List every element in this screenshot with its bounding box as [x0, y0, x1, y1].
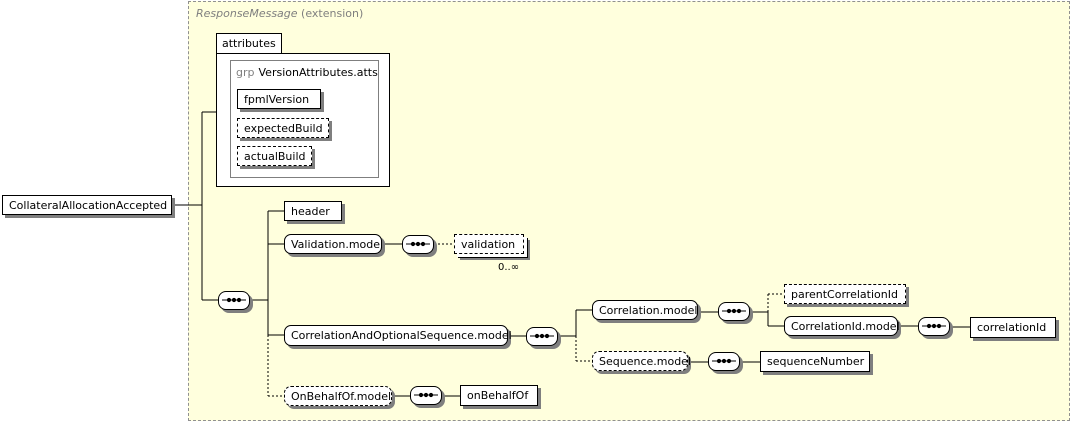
attributes-tab: attributes: [216, 33, 282, 54]
element-validation-label: validation: [461, 237, 516, 251]
element-sequence-number-label: sequenceNumber: [767, 355, 865, 368]
element-on-behalf-of[interactable]: onBehalfOf: [460, 385, 538, 406]
validation-occurrence: 0..∞: [498, 262, 520, 273]
element-correlation-id-label: correlationId: [977, 321, 1047, 334]
group-correlation-model-label: Correlation.model: [599, 303, 698, 317]
sequence-compositor-validation: [402, 235, 434, 254]
attribute-fpml-version[interactable]: fpmlVersion: [237, 89, 321, 109]
group-correlation-id-model-label: CorrelationId.model: [791, 319, 900, 333]
group-on-behalf-of-model-label: OnBehalfOf.model: [291, 389, 392, 403]
sequence-compositor-sequence: [708, 352, 740, 371]
attribute-fpml-version-label: fpmlVersion: [244, 92, 310, 106]
extension-base: ResponseMessage: [196, 7, 298, 20]
attribute-expected-build-label: expectedBuild: [244, 121, 323, 135]
element-header[interactable]: header: [284, 201, 342, 221]
element-parent-correlation-id[interactable]: parentCorrelationId: [784, 284, 906, 304]
group-sequence-model[interactable]: Sequence.model: [592, 351, 692, 371]
root-element-label: CollateralAllocationAccepted: [9, 198, 168, 212]
attribute-actual-build-label: actualBuild: [244, 149, 306, 163]
sequence-compositor-main: [218, 291, 250, 310]
attribute-expected-build[interactable]: expectedBuild: [237, 118, 329, 138]
attribute-group-keyword: grp: [236, 66, 255, 79]
attributes-tab-label: attributes: [222, 37, 276, 50]
extension-title: ResponseMessage (extension): [196, 7, 363, 20]
group-correlation-and-optional-sequence-model[interactable]: CorrelationAndOptionalSequence.model: [284, 325, 512, 346]
element-on-behalf-of-label: onBehalfOf: [467, 389, 529, 402]
element-correlation-id[interactable]: correlationId: [970, 317, 1056, 338]
sequence-compositor-correlation-id: [918, 317, 950, 336]
group-validation-model[interactable]: Validation.model: [284, 234, 384, 254]
root-element[interactable]: CollateralAllocationAccepted: [2, 195, 172, 215]
group-correlation-model[interactable]: Correlation.model: [592, 300, 698, 320]
element-parent-correlation-id-label: parentCorrelationId: [791, 287, 898, 301]
sequence-compositor-correlation: [718, 302, 750, 321]
element-validation[interactable]: validation: [454, 234, 524, 254]
group-on-behalf-of-model[interactable]: OnBehalfOf.model: [284, 386, 392, 406]
element-sequence-number[interactable]: sequenceNumber: [760, 351, 870, 372]
group-validation-model-label: Validation.model: [291, 237, 384, 251]
element-header-label: header: [291, 204, 330, 218]
group-correlation-and-optional-sequence-model-label: CorrelationAndOptionalSequence.model: [291, 329, 512, 342]
sequence-compositor-correlation-and-sequence: [526, 327, 558, 346]
extension-suffix: (extension): [301, 7, 364, 20]
attribute-actual-build[interactable]: actualBuild: [237, 146, 312, 166]
group-sequence-model-label: Sequence.model: [599, 354, 692, 368]
sequence-compositor-on-behalf-of: [410, 386, 442, 405]
group-correlation-id-model[interactable]: CorrelationId.model: [784, 316, 900, 336]
attribute-group-name: VersionAttributes.atts: [258, 66, 378, 79]
